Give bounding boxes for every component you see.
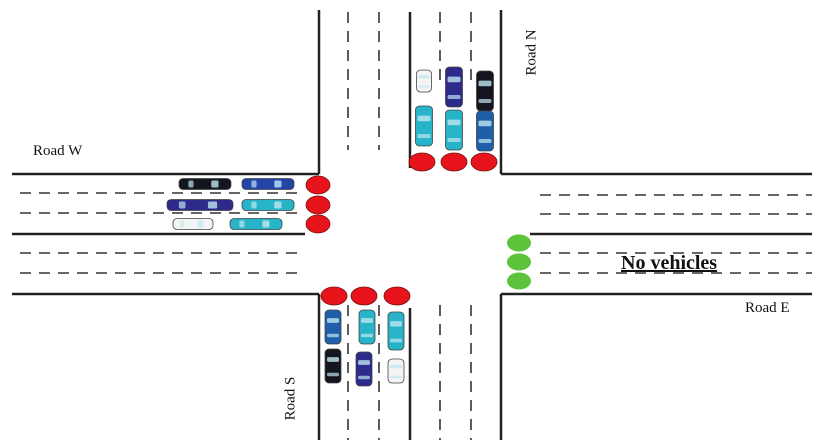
vehicle-south-1 xyxy=(324,309,342,345)
vehicle-window xyxy=(251,201,257,209)
vehicle-window xyxy=(327,318,339,323)
signal-east-3 xyxy=(507,272,531,290)
vehicle-window xyxy=(327,357,339,362)
vehicle-west-5 xyxy=(172,218,214,230)
vehicle-window xyxy=(361,333,373,338)
vehicle-west-4 xyxy=(241,199,295,211)
vehicle-window xyxy=(197,220,204,228)
lane-markings xyxy=(20,12,812,440)
vehicle-window xyxy=(178,201,186,209)
signal-south-2 xyxy=(350,286,378,306)
vehicle-window xyxy=(327,333,339,338)
vehicle-window xyxy=(418,75,430,79)
vehicle-west-6 xyxy=(229,218,283,230)
traffic-signals xyxy=(305,152,531,306)
vehicle-body xyxy=(416,69,432,93)
vehicle-window xyxy=(251,180,257,188)
signal-east-1 xyxy=(507,234,531,252)
vehicle-north-6 xyxy=(476,110,494,152)
vehicle-window xyxy=(239,220,245,228)
vehicle-body xyxy=(241,178,295,190)
vehicle-body xyxy=(387,358,405,384)
vehicle-window xyxy=(358,375,370,380)
vehicle-body xyxy=(445,66,463,108)
vehicle-body xyxy=(476,110,494,152)
vehicle-body xyxy=(324,309,342,345)
vehicle-body xyxy=(178,178,232,190)
road-n-label: Road N xyxy=(523,29,540,76)
vehicle-window xyxy=(390,338,402,343)
vehicle-window xyxy=(447,95,461,99)
vehicle-west-1 xyxy=(178,178,232,190)
vehicle-window xyxy=(262,220,270,228)
vehicle-window xyxy=(274,180,282,188)
vehicle-window xyxy=(478,139,492,143)
vehicle-window xyxy=(417,134,431,138)
road-e-label: Road E xyxy=(745,300,790,316)
signal-west-2 xyxy=(305,195,331,215)
vehicle-south-3 xyxy=(387,311,405,351)
vehicle-body xyxy=(445,109,463,151)
vehicle-body xyxy=(166,199,234,211)
vehicle-window xyxy=(327,372,339,377)
vehicle-window xyxy=(478,120,492,127)
vehicle-body xyxy=(229,218,283,230)
vehicle-window xyxy=(207,201,218,209)
signal-north-1 xyxy=(408,152,436,172)
vehicle-body xyxy=(476,70,494,112)
vehicle-window xyxy=(180,220,185,228)
vehicle-body xyxy=(172,218,214,230)
signal-east-2 xyxy=(507,253,531,271)
vehicle-window xyxy=(188,180,194,188)
vehicle-west-2 xyxy=(241,178,295,190)
vehicle-window xyxy=(478,80,492,87)
vehicle-north-4 xyxy=(415,105,433,147)
vehicle-south-6 xyxy=(387,358,405,384)
vehicle-south-4 xyxy=(324,348,342,384)
vehicle-body xyxy=(324,348,342,384)
signal-south-3 xyxy=(383,286,411,306)
vehicle-window xyxy=(478,99,492,103)
vehicle-body xyxy=(387,311,405,351)
vehicle-south-2 xyxy=(358,309,376,345)
vehicle-window xyxy=(447,138,461,142)
signal-north-3 xyxy=(470,152,498,172)
vehicle-north-3 xyxy=(476,70,494,112)
vehicle-body xyxy=(358,309,376,345)
signal-west-1 xyxy=(305,175,331,195)
signal-west-3 xyxy=(305,214,331,234)
road-s-label: Road S xyxy=(282,376,299,421)
signal-south-1 xyxy=(320,286,348,306)
vehicle-window xyxy=(390,364,402,369)
vehicle-north-2 xyxy=(445,66,463,108)
vehicle-window xyxy=(361,318,373,323)
vehicle-window xyxy=(358,360,370,365)
vehicle-body xyxy=(415,105,433,147)
vehicle-body xyxy=(355,351,373,387)
vehicle-south-5 xyxy=(355,351,373,387)
vehicle-window xyxy=(211,180,219,188)
vehicles xyxy=(166,66,494,387)
road-e-status-label: No vehicles xyxy=(621,252,718,274)
vehicle-window xyxy=(447,76,461,83)
vehicle-window xyxy=(274,201,282,209)
signal-north-2 xyxy=(440,152,468,172)
vehicle-window xyxy=(447,119,461,126)
vehicle-north-1 xyxy=(416,69,432,93)
vehicle-window xyxy=(417,115,431,122)
vehicle-window xyxy=(390,321,402,327)
road-w-label: Road W xyxy=(33,143,83,159)
vehicle-west-3 xyxy=(166,199,234,211)
vehicle-body xyxy=(241,199,295,211)
road-edges xyxy=(12,10,812,440)
vehicle-window xyxy=(418,85,430,88)
vehicle-window xyxy=(390,375,402,379)
vehicle-north-5 xyxy=(445,109,463,151)
